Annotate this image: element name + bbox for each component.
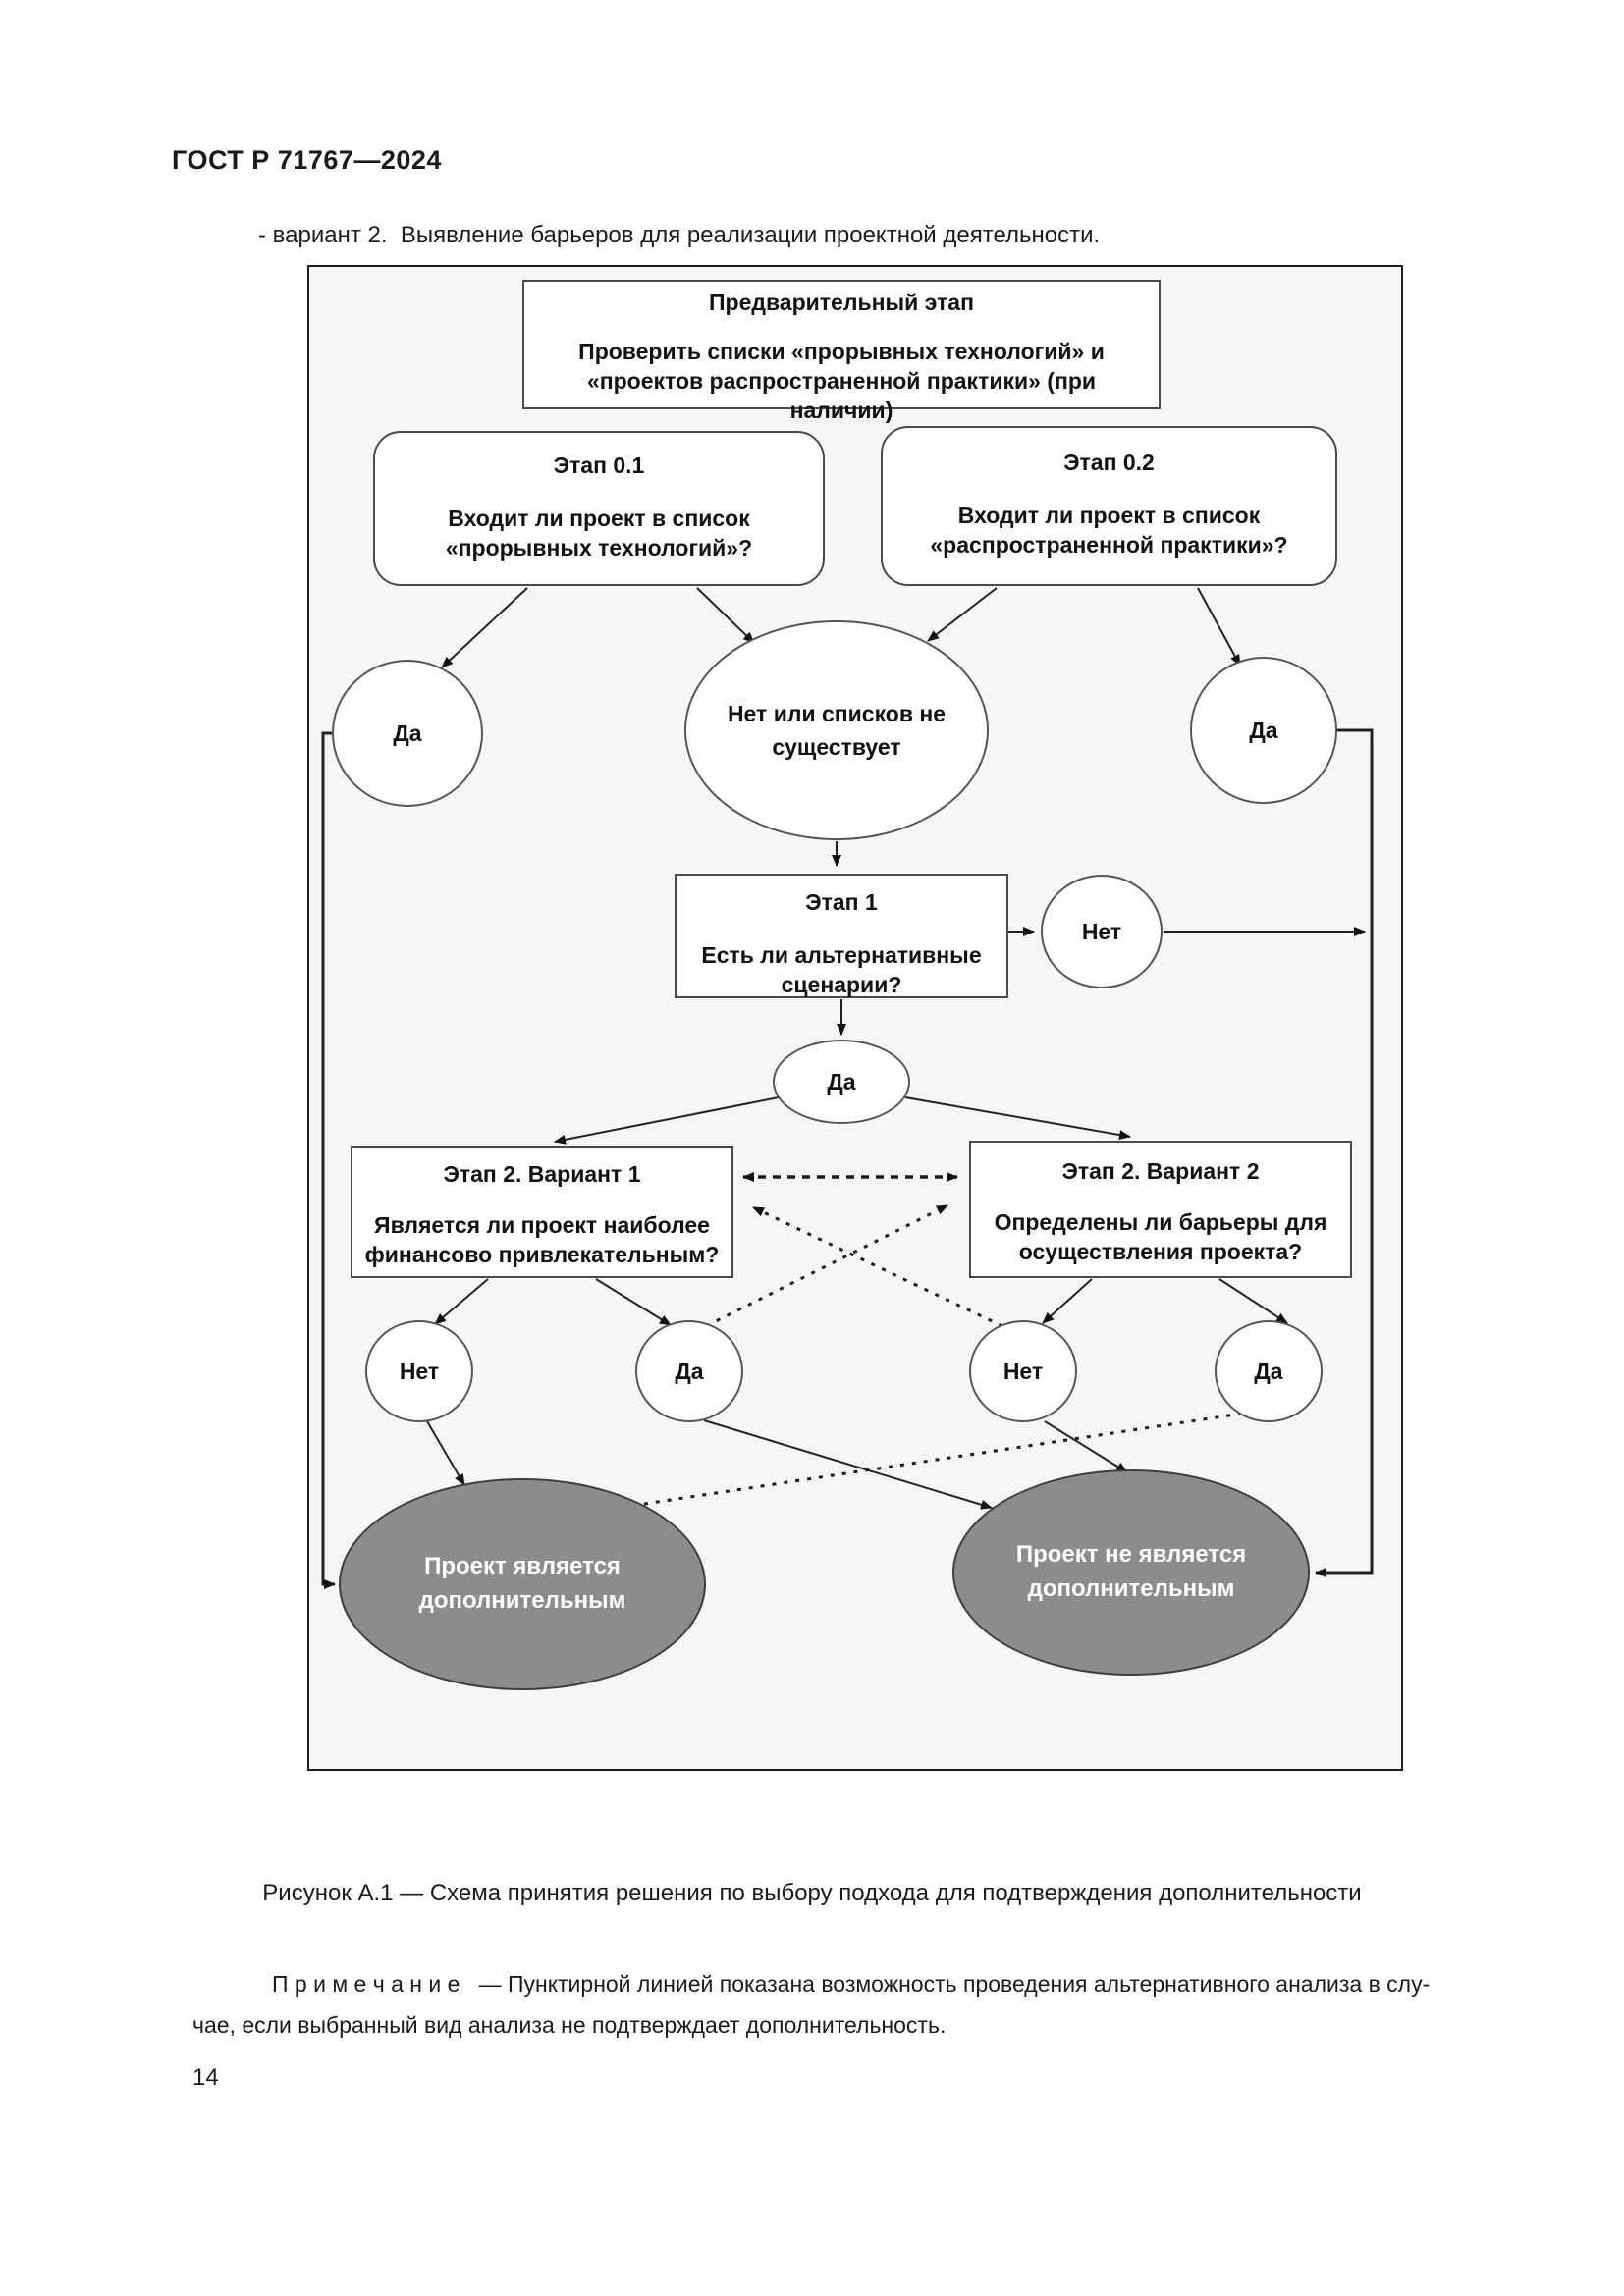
node-variant-1-no: Нет — [365, 1320, 473, 1422]
node-variant-2-no: Нет — [969, 1320, 1077, 1422]
node-pre-stage-text: Проверить списки «прорывных технологий» … — [578, 338, 1105, 424]
node-variant-2-yes: Да — [1215, 1320, 1323, 1422]
page-number: 14 — [192, 2064, 219, 2091]
node-result-not-additional: Проект не является дополнительным — [952, 1469, 1310, 1676]
node-stage-1-yes: Да — [773, 1040, 910, 1124]
node-stage-0-2-title: Этап 0.2 — [1063, 450, 1155, 475]
node-variant-1-title: Этап 2. Вариант 1 — [443, 1161, 641, 1187]
node-stage-0-1: Этап 0.1 Входит ли проект в список «прор… — [373, 431, 825, 586]
node-stage-1-no: Нет — [1041, 875, 1163, 988]
node-pre-stage: Предварительный этап Проверить списки «п… — [522, 280, 1161, 423]
document-header: ГОСТ Р 71767—2024 — [172, 145, 442, 175]
note-line-1: П р и м е ч а н и е — Пунктирной линией … — [272, 1971, 1431, 1997]
node-stage-1-text: Есть ли альтернативные сценарии? — [701, 941, 982, 997]
figure-caption: Рисунок А.1 — Схема принятия решения по … — [262, 1880, 1362, 1906]
node-variant-1-text: Является ли проект наиболее финансово пр… — [364, 1211, 720, 1267]
node-stage-1-title: Этап 1 — [805, 889, 878, 915]
node-variant-2-title: Этап 2. Вариант 2 — [1061, 1158, 1260, 1184]
node-stage-1: Этап 1 Есть ли альтернативные сценарии? — [675, 874, 1008, 998]
node-result-additional-label: Проект является дополнительным — [418, 1553, 626, 1614]
node-variant-1: Этап 2. Вариант 1 Является ли проект наи… — [351, 1146, 733, 1278]
node-pre-stage-title: Предварительный этап — [708, 290, 974, 315]
node-stage-0-1-title: Этап 0.1 — [553, 453, 645, 478]
node-variant-1-yes: Да — [635, 1320, 743, 1422]
node-result-additional: Проект является дополнительным — [339, 1478, 706, 1690]
node-no-lists-label: Нет или списков не существует — [727, 700, 947, 761]
node-stage-0-1-text: Входит ли проект в список «прорывных тех… — [445, 505, 753, 561]
intro-text: - вариант 2. Выявление барьеров для реал… — [258, 222, 1101, 248]
node-result-not-additional-label: Проект не является дополнительным — [1015, 1541, 1247, 1602]
node-stage-0-2-text: Входит ли проект в список «распространен… — [930, 502, 1288, 558]
node-stage-0-2: Этап 0.2 Входит ли проект в список «расп… — [881, 426, 1337, 586]
node-yes-left: Да — [332, 660, 483, 807]
node-variant-2: Этап 2. Вариант 2 Определены ли барьеры … — [969, 1141, 1352, 1278]
node-no-lists: Нет или списков не существует — [684, 620, 989, 840]
note-line-2: чае, если выбранный вид анализа не подтв… — [192, 2012, 947, 2038]
node-yes-right: Да — [1190, 657, 1337, 804]
flowchart-frame: Предварительный этап Проверить списки «п… — [307, 265, 1403, 1771]
node-variant-2-text: Определены ли барьеры для осуществления … — [994, 1208, 1327, 1264]
